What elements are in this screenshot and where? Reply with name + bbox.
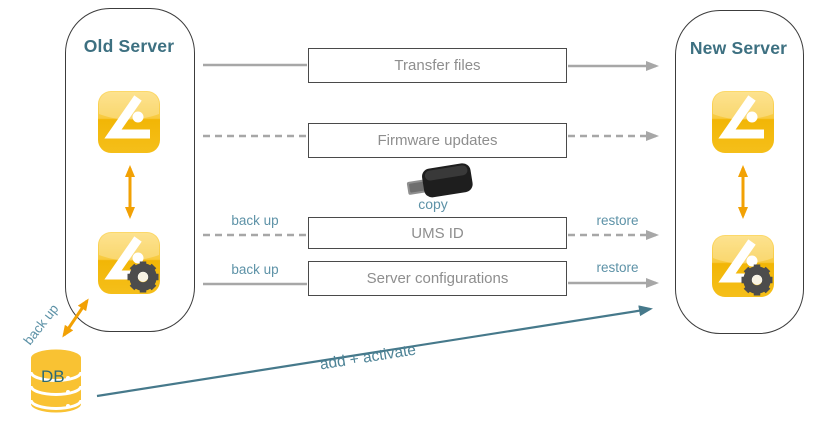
ums-id-restore-label: restore [596,213,639,228]
server-config-restore-label: restore [596,260,639,275]
db-label: DB [41,367,65,386]
ums-app-icon-new [712,91,774,153]
add-activate-label: add + activate [318,341,418,374]
ums-id-backup-label: back up [231,213,279,228]
ums-config-icon-new [712,235,774,297]
database-icon: DB [29,349,83,413]
new-server-title: New Server [689,38,788,58]
flow-box-firmware-updates: Firmware updates [308,123,567,158]
ums-config-icon-old [98,232,160,294]
usb-stick-icon [406,163,473,198]
usb-copy-label: copy [418,196,448,212]
flow-box-server-configurations: Server configurations [308,261,567,296]
old-server-title: Old Server [83,36,175,56]
flow-box-ums-id: UMS ID [308,217,567,249]
flow-box-transfer-files: Transfer files [308,48,567,83]
server-config-backup-label: back up [231,262,279,277]
ums-app-icon-old [98,91,160,153]
